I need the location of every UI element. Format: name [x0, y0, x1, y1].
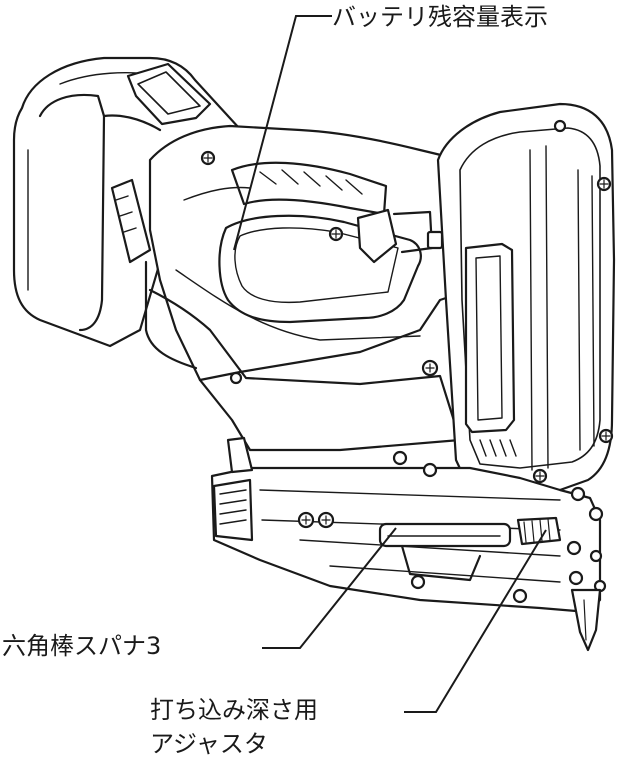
- callout-hex-wrench: 六角棒スパナ3: [2, 632, 162, 660]
- tool-head: [436, 102, 616, 500]
- magazine-base: [210, 436, 607, 652]
- callout-depth-adjuster-line2: アジャスタ: [150, 730, 268, 758]
- battery-pack: [12, 56, 252, 348]
- leader-line-battery-indicator: [233, 15, 332, 251]
- callout-battery-indicator: バッテリ残容量表示: [332, 3, 548, 31]
- callout-depth-adjuster: 打ち込み深さ用 アジャスタ: [150, 693, 318, 761]
- callout-depth-adjuster-line1: 打ち込み深さ用: [150, 696, 318, 724]
- leader-line-depth-adjuster: [404, 529, 547, 713]
- leader-line-hex-wrench: [262, 527, 397, 649]
- tool-body: [144, 124, 472, 452]
